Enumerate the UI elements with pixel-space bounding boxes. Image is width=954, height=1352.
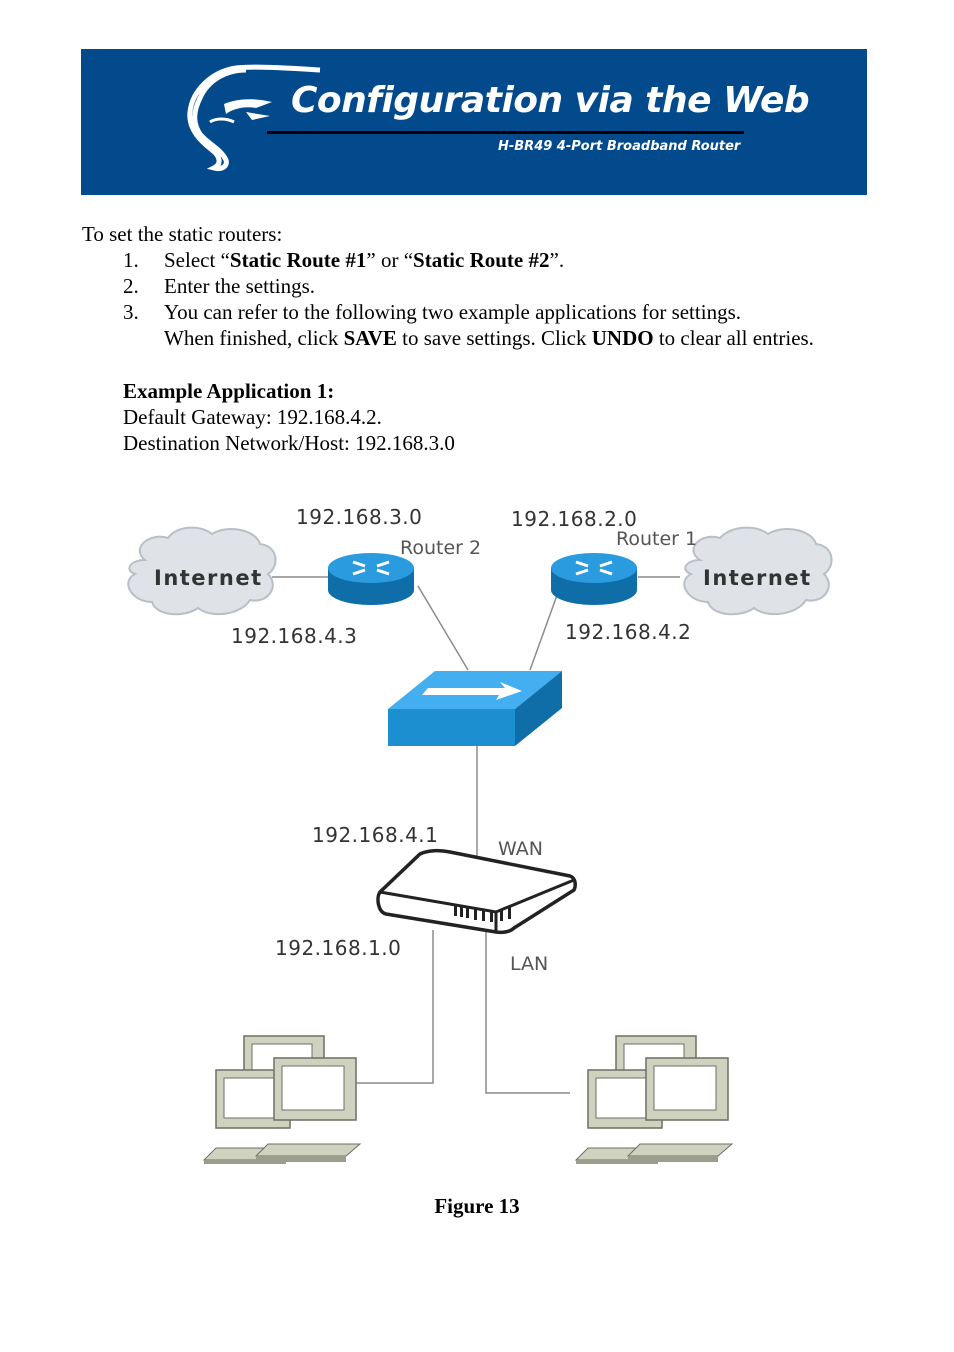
router1-label: Router 1 — [616, 528, 697, 550]
step-text: ” or “ — [366, 248, 414, 272]
network-diagram: Internet Internet 192.168.3.0 Router 2 1… — [127, 505, 833, 1164]
step-text: to save settings. Click — [396, 326, 592, 350]
ip-router2-label: 192.168.4.3 — [231, 624, 357, 648]
title-underline — [267, 131, 744, 134]
step-text: When finished, click — [164, 326, 344, 350]
step-bold: Static Route #2 — [413, 248, 550, 272]
example-heading: Example Application 1: — [123, 379, 335, 403]
broadband-router-icon — [376, 848, 577, 935]
undo-keyword: UNDO — [591, 326, 654, 350]
router2-label: Router 2 — [400, 537, 481, 559]
net-router1-label: 192.168.2.0 — [511, 507, 637, 531]
lan-label: LAN — [510, 953, 548, 975]
list-item: 1. Select “Static Route #1” or “Static R… — [123, 247, 823, 273]
internet-cloud-right — [683, 526, 833, 616]
step-text: Enter the settings. — [164, 274, 316, 298]
example-block: Example Application 1: Default Gateway: … — [123, 378, 455, 456]
step-number: 2. — [123, 274, 139, 298]
router-1-icon — [551, 553, 637, 605]
ip-wan-label: 192.168.4.1 — [312, 823, 438, 847]
cloud-left-label: Internet — [154, 566, 263, 590]
step-bold: Static Route #1 — [229, 248, 367, 272]
router-2-icon — [328, 553, 414, 605]
cloud-right-label: Internet — [703, 566, 812, 590]
default-gateway: Default Gateway: 192.168.4.2. — [123, 405, 382, 429]
list-item: 2. Enter the settings. — [123, 273, 823, 299]
page-title: Configuration via the Web — [291, 80, 810, 121]
step-number: 3. — [123, 300, 139, 324]
switch-icon — [388, 671, 562, 746]
wan-label: WAN — [498, 838, 543, 860]
figure-caption: Figure 13 — [434, 1194, 520, 1218]
net-router2-label: 192.168.3.0 — [296, 505, 422, 529]
step-text: to clear all entries. — [653, 326, 814, 350]
list-item: 3. You can refer to the following two ex… — [123, 299, 823, 351]
step-text: Select “ — [164, 248, 230, 272]
step-text: ”. — [549, 248, 565, 272]
internet-cloud-left — [127, 526, 277, 616]
step-text: You can refer to the following two examp… — [164, 300, 741, 324]
header-banner: Configuration via the Web H-BR49 4-Port … — [81, 49, 867, 195]
computer-group-right-icon — [574, 1035, 734, 1164]
page-subtitle: H-BR49 4-Port Broadband Router — [498, 139, 741, 154]
connection-lines — [272, 576, 680, 1094]
steps-list: 1. Select “Static Route #1” or “Static R… — [123, 247, 823, 351]
save-keyword: SAVE — [343, 326, 397, 350]
step-number: 1. — [123, 248, 139, 272]
lan-network-label: 192.168.1.0 — [275, 936, 401, 960]
computer-group-left-icon — [202, 1035, 362, 1164]
eagle-logo-icon — [187, 64, 321, 171]
intro-text: To set the static routers: — [82, 222, 283, 246]
ip-router1-label: 192.168.4.2 — [565, 620, 691, 644]
destination-network: Destination Network/Host: 192.168.3.0 — [123, 431, 455, 455]
